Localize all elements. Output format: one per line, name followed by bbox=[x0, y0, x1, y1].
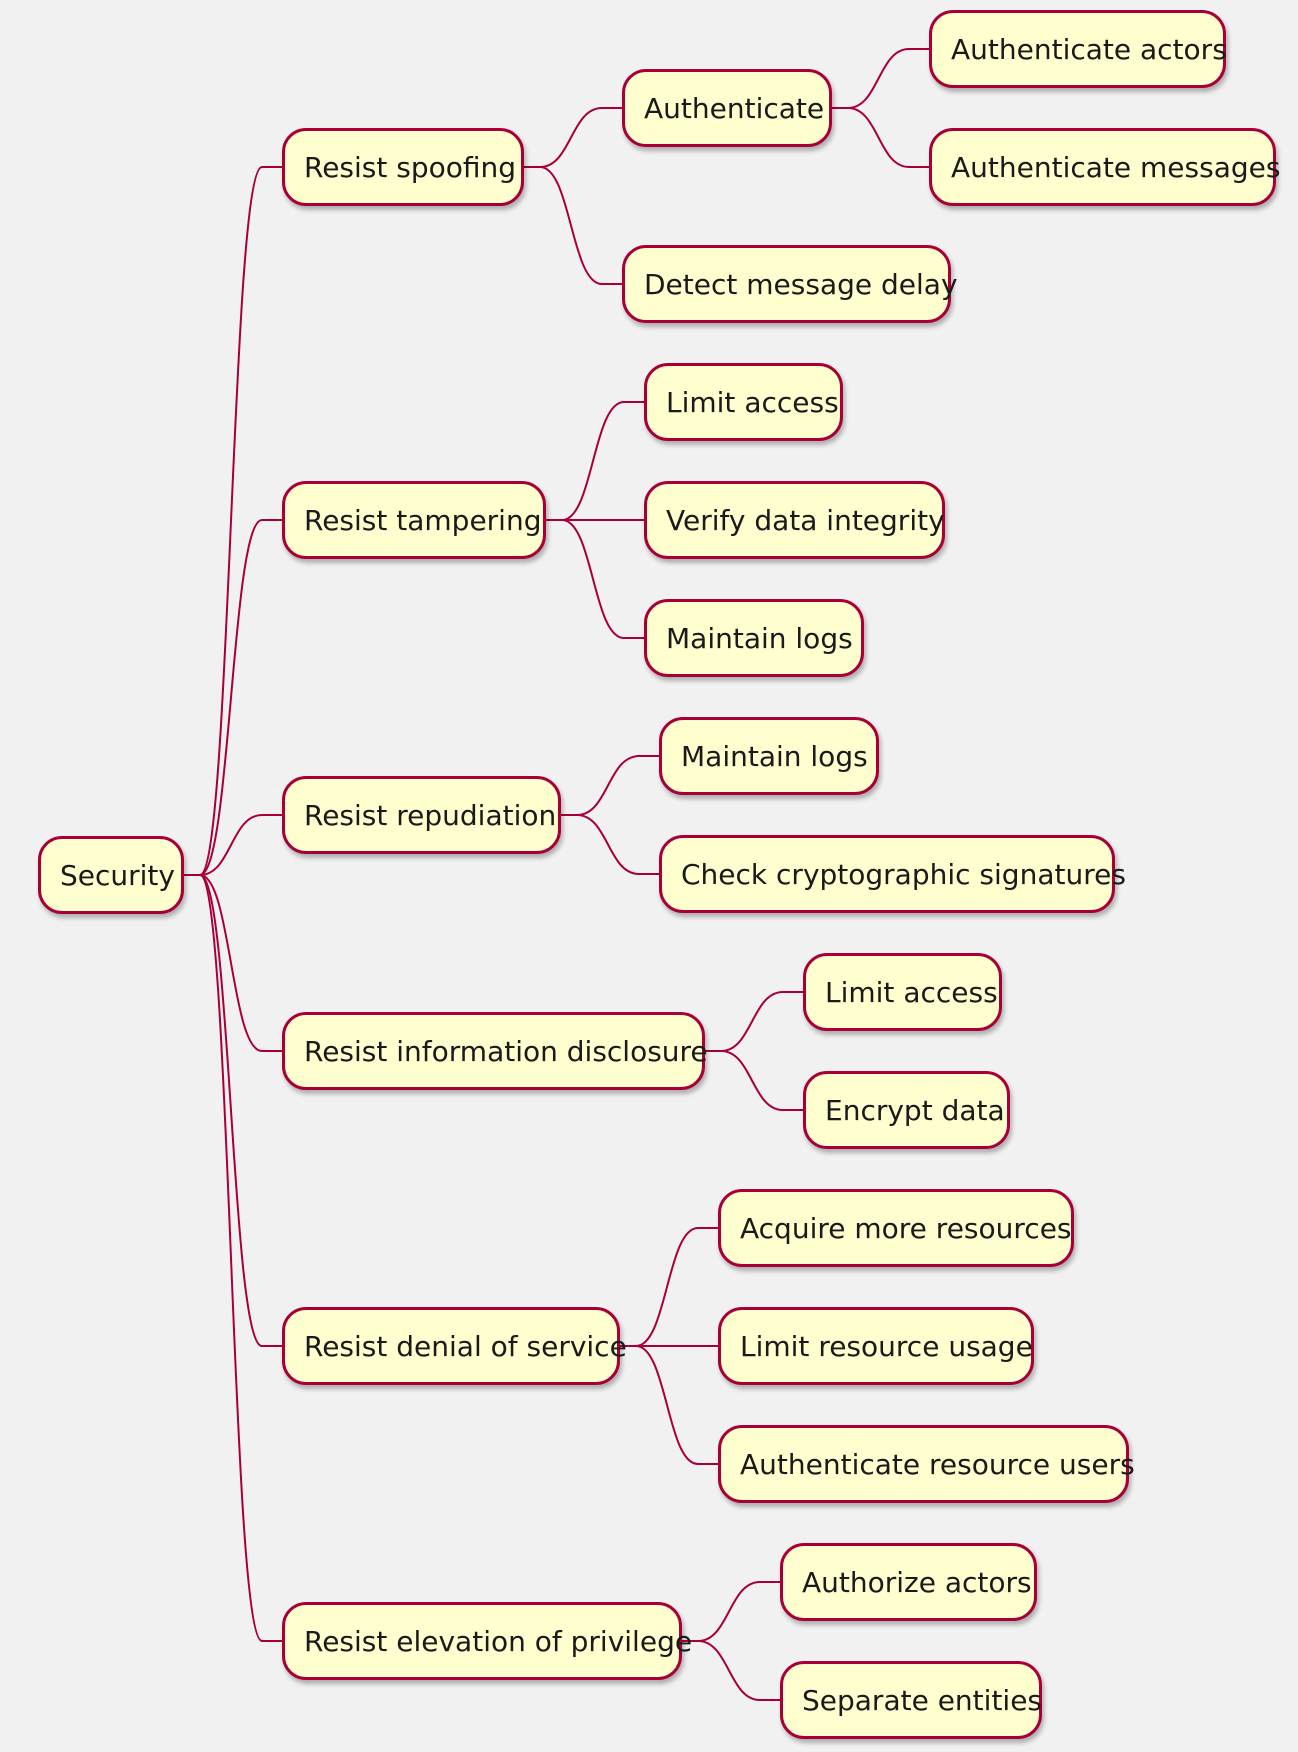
edge-security-to-tactic bbox=[184, 166, 282, 876]
edge-security-to-tactic bbox=[184, 874, 282, 1642]
node-separate-entities[interactable]: Separate entities bbox=[780, 1661, 1042, 1739]
edge-tactic-to-subtactic bbox=[705, 991, 803, 1052]
edge-subtactic-to-leaf bbox=[832, 107, 929, 168]
node-authenticate-resource-users[interactable]: Authenticate resource users bbox=[718, 1425, 1135, 1503]
edge-security-to-tactic bbox=[184, 874, 282, 1347]
node-security[interactable]: Security bbox=[38, 836, 184, 914]
node-limit-access[interactable]: Limit access bbox=[644, 363, 843, 441]
node-encrypt-data[interactable]: Encrypt data bbox=[803, 1071, 1010, 1149]
node-limit-access[interactable]: Limit access bbox=[803, 953, 1002, 1031]
edge-tactic-to-subtactic bbox=[620, 1345, 718, 1465]
edge-security-to-tactic bbox=[184, 814, 282, 876]
edge-tactic-to-subtactic bbox=[705, 1050, 803, 1111]
node-resist-denial-of-service[interactable]: Resist denial of service bbox=[282, 1307, 627, 1385]
node-resist-tampering[interactable]: Resist tampering bbox=[282, 481, 546, 559]
edge-security-to-tactic bbox=[184, 874, 282, 1052]
edge-tactic-to-subtactic bbox=[620, 1227, 718, 1347]
node-verify-data-integrity[interactable]: Verify data integrity bbox=[644, 481, 945, 559]
node-limit-resource-usage[interactable]: Limit resource usage bbox=[718, 1307, 1034, 1385]
node-resist-repudiation[interactable]: Resist repudiation bbox=[282, 776, 561, 854]
edge-tactic-to-subtactic bbox=[546, 519, 644, 639]
edge-tactic-to-subtactic bbox=[682, 1640, 780, 1701]
node-maintain-logs[interactable]: Maintain logs bbox=[659, 717, 879, 795]
node-resist-spoofing[interactable]: Resist spoofing bbox=[282, 128, 524, 206]
node-authenticate-messages[interactable]: Authenticate messages bbox=[929, 128, 1280, 206]
node-detect-message-delay[interactable]: Detect message delay bbox=[622, 245, 958, 323]
edge-subtactic-to-leaf bbox=[832, 48, 929, 109]
edge-tactic-to-subtactic bbox=[682, 1581, 780, 1642]
node-acquire-more-resources[interactable]: Acquire more resources bbox=[718, 1189, 1074, 1267]
node-check-cryptographic-signatures[interactable]: Check cryptographic signatures bbox=[659, 835, 1126, 913]
node-authenticate-actors[interactable]: Authenticate actors bbox=[929, 10, 1227, 88]
edge-tactic-to-subtactic bbox=[524, 107, 622, 168]
edge-security-to-tactic bbox=[184, 519, 282, 876]
node-resist-information-disclosure[interactable]: Resist information disclosure bbox=[282, 1012, 708, 1090]
edge-tactic-to-subtactic bbox=[561, 814, 659, 875]
node-resist-elevation-of-privilege[interactable]: Resist elevation of privilege bbox=[282, 1602, 692, 1680]
node-authenticate[interactable]: Authenticate bbox=[622, 69, 832, 147]
node-maintain-logs[interactable]: Maintain logs bbox=[644, 599, 864, 677]
node-authorize-actors[interactable]: Authorize actors bbox=[780, 1543, 1037, 1621]
edge-tactic-to-subtactic bbox=[546, 401, 644, 521]
edge-tactic-to-subtactic bbox=[561, 755, 659, 816]
edge-tactic-to-subtactic bbox=[524, 166, 622, 285]
